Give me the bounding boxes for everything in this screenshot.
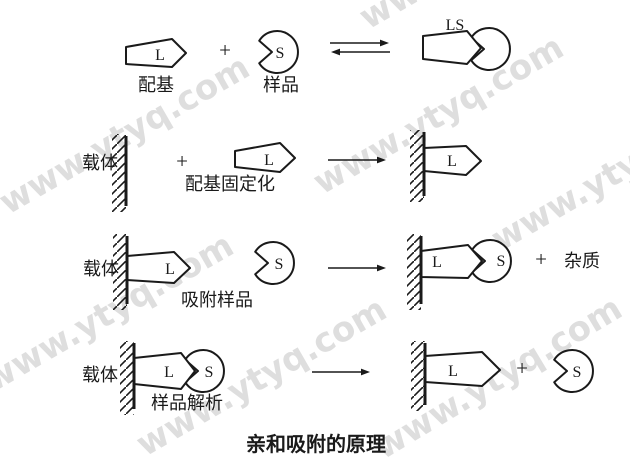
sample-symbol: S	[275, 256, 284, 273]
sample-symbol: S	[205, 364, 214, 381]
reaction-arrow	[328, 264, 386, 272]
ligand-caption: 配基	[138, 75, 174, 95]
watermark-text: www.ytyq.com	[0, 47, 257, 223]
impurity-caption: 杂质	[564, 251, 600, 271]
sample-pacman	[258, 30, 299, 74]
process-caption: 样品解析	[151, 393, 223, 413]
ligand-sample-complex: LS	[422, 17, 511, 71]
ligand-symbol: L	[448, 363, 458, 380]
arrowhead	[377, 264, 386, 272]
plus-sign: +	[176, 149, 188, 173]
wall-hatching	[410, 130, 424, 202]
ligand-symbol: L	[447, 153, 457, 170]
sample-symbol: S	[276, 45, 285, 62]
reaction-arrow	[328, 156, 386, 164]
step-sample-adsorption: 载体 L 吸附样品 S L S + 杂质	[83, 234, 600, 310]
ligand-symbol: L	[264, 152, 274, 169]
ligand-pentagon	[420, 244, 483, 279]
plus-sign: +	[219, 38, 231, 62]
forward-arrowhead	[380, 39, 389, 47]
bound-complex: L S	[407, 234, 512, 310]
watermark-text: www.ytyq.com	[485, 84, 630, 260]
carrier-wall-with-complex: L S	[120, 341, 225, 415]
process-caption: 吸附样品	[181, 290, 253, 310]
sample-caption: 样品	[263, 75, 299, 95]
step-ligand-immobilization: 载体 + L 配基固定化 L	[82, 130, 482, 212]
sample-symbol: S	[573, 364, 582, 381]
ligand-symbol: L	[164, 364, 174, 381]
plus-sign: +	[535, 247, 547, 271]
ligand-symbol: L	[165, 261, 175, 278]
carrier-caption: 载体	[83, 259, 119, 279]
complex-symbol: LS	[446, 17, 465, 34]
carrier-caption: 载体	[82, 153, 118, 173]
carrier-wall-with-ligand: L	[113, 234, 191, 310]
step-binding-equilibrium: L 配基 + S 样品 LS	[125, 17, 511, 95]
wall-hatching	[112, 134, 126, 212]
reverse-arrowhead	[331, 48, 340, 56]
carrier-caption: 载体	[82, 365, 118, 385]
plus-sign: +	[516, 356, 528, 380]
wall-hatching	[407, 234, 421, 310]
wall-hatching	[113, 234, 127, 310]
wall-hatching	[411, 341, 425, 411]
arrowhead	[361, 368, 370, 376]
regenerated-ligand: L	[411, 341, 501, 411]
sample-symbol: S	[497, 253, 506, 270]
sample-pacman	[471, 239, 512, 283]
wall-hatching	[120, 341, 134, 415]
arrowhead	[377, 156, 386, 164]
process-caption: 配基固定化	[185, 174, 275, 194]
equilibrium-arrows	[330, 39, 390, 56]
sample-pacman	[254, 241, 295, 285]
step-sample-elution: 载体 L S 样品解析 L + S	[82, 341, 594, 415]
ligand-pentagon	[424, 351, 501, 387]
ligand-pentagon	[234, 142, 296, 173]
ligand-pentagon	[422, 30, 482, 65]
carrier-wall	[112, 134, 128, 212]
figure-caption: 亲和吸附的原理	[246, 432, 386, 456]
reaction-arrow	[312, 368, 370, 376]
ligand-symbol: L	[155, 47, 165, 64]
ligand-pentagon	[125, 38, 187, 68]
immobilized-ligand: L	[410, 130, 482, 202]
sample-pacman	[553, 349, 594, 393]
ligand-symbol: L	[432, 254, 442, 271]
sample-pacman	[470, 27, 511, 71]
sample-pacman	[184, 349, 225, 393]
